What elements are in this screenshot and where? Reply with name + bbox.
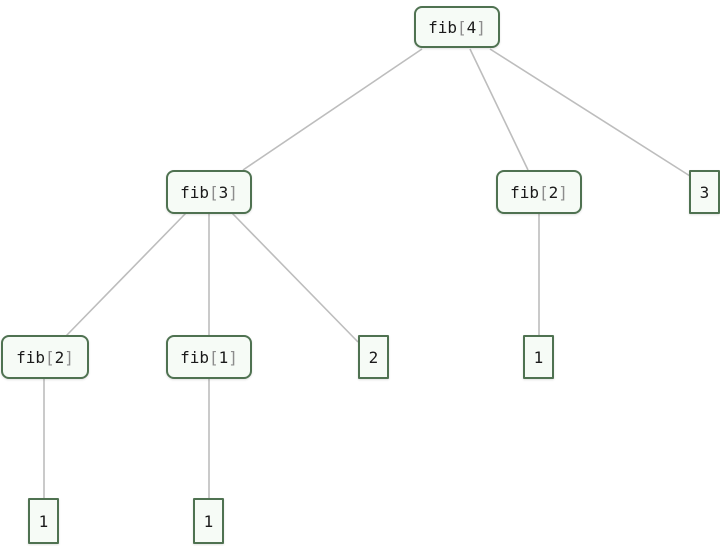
node-arg: 4	[466, 17, 477, 37]
node-arg: 2	[54, 347, 65, 367]
leaf-1-right: 1	[523, 335, 554, 379]
leaf-value: 1	[203, 511, 214, 531]
node-fn-label: fib	[180, 182, 209, 202]
edge-fib4-leaf3	[489, 48, 691, 177]
node-fn-label: fib	[16, 347, 45, 367]
leaf-value: 3	[699, 182, 710, 202]
leaf-1-left: 1	[28, 498, 59, 544]
node-fib-4: fib[4]	[414, 6, 500, 48]
node-arg: 1	[218, 347, 229, 367]
leaf-value: 2	[368, 347, 379, 367]
node-fib-2-left: fib[2]	[1, 335, 89, 379]
node-fib-3: fib[3]	[166, 170, 252, 214]
open-bracket: [	[208, 347, 219, 367]
close-bracket: ]	[476, 17, 486, 37]
node-fib-2-right: fib[2]	[496, 170, 582, 214]
node-fib-1: fib[1]	[166, 335, 252, 379]
edge-fib3-leaf2	[231, 212, 359, 343]
leaf-1-middle: 1	[193, 498, 224, 544]
node-arg: 2	[548, 182, 559, 202]
open-bracket: [	[44, 347, 55, 367]
leaf-value: 1	[38, 511, 49, 531]
edge-fib4-fib2	[469, 48, 529, 171]
open-bracket: [	[456, 17, 467, 37]
close-bracket: ]	[228, 347, 238, 367]
close-bracket: ]	[558, 182, 568, 202]
node-fn-label: fib	[510, 182, 539, 202]
node-arg: 3	[218, 182, 229, 202]
open-bracket: [	[208, 182, 219, 202]
close-bracket: ]	[228, 182, 238, 202]
edge-fib3-fib2	[65, 212, 187, 337]
leaf-3: 3	[689, 170, 720, 214]
node-fn-label: fib	[428, 17, 457, 37]
leaf-2: 2	[358, 335, 389, 379]
close-bracket: ]	[64, 347, 74, 367]
node-fn-label: fib	[180, 347, 209, 367]
leaf-value: 1	[533, 347, 544, 367]
open-bracket: [	[538, 182, 549, 202]
edge-fib4-fib3	[242, 48, 423, 171]
